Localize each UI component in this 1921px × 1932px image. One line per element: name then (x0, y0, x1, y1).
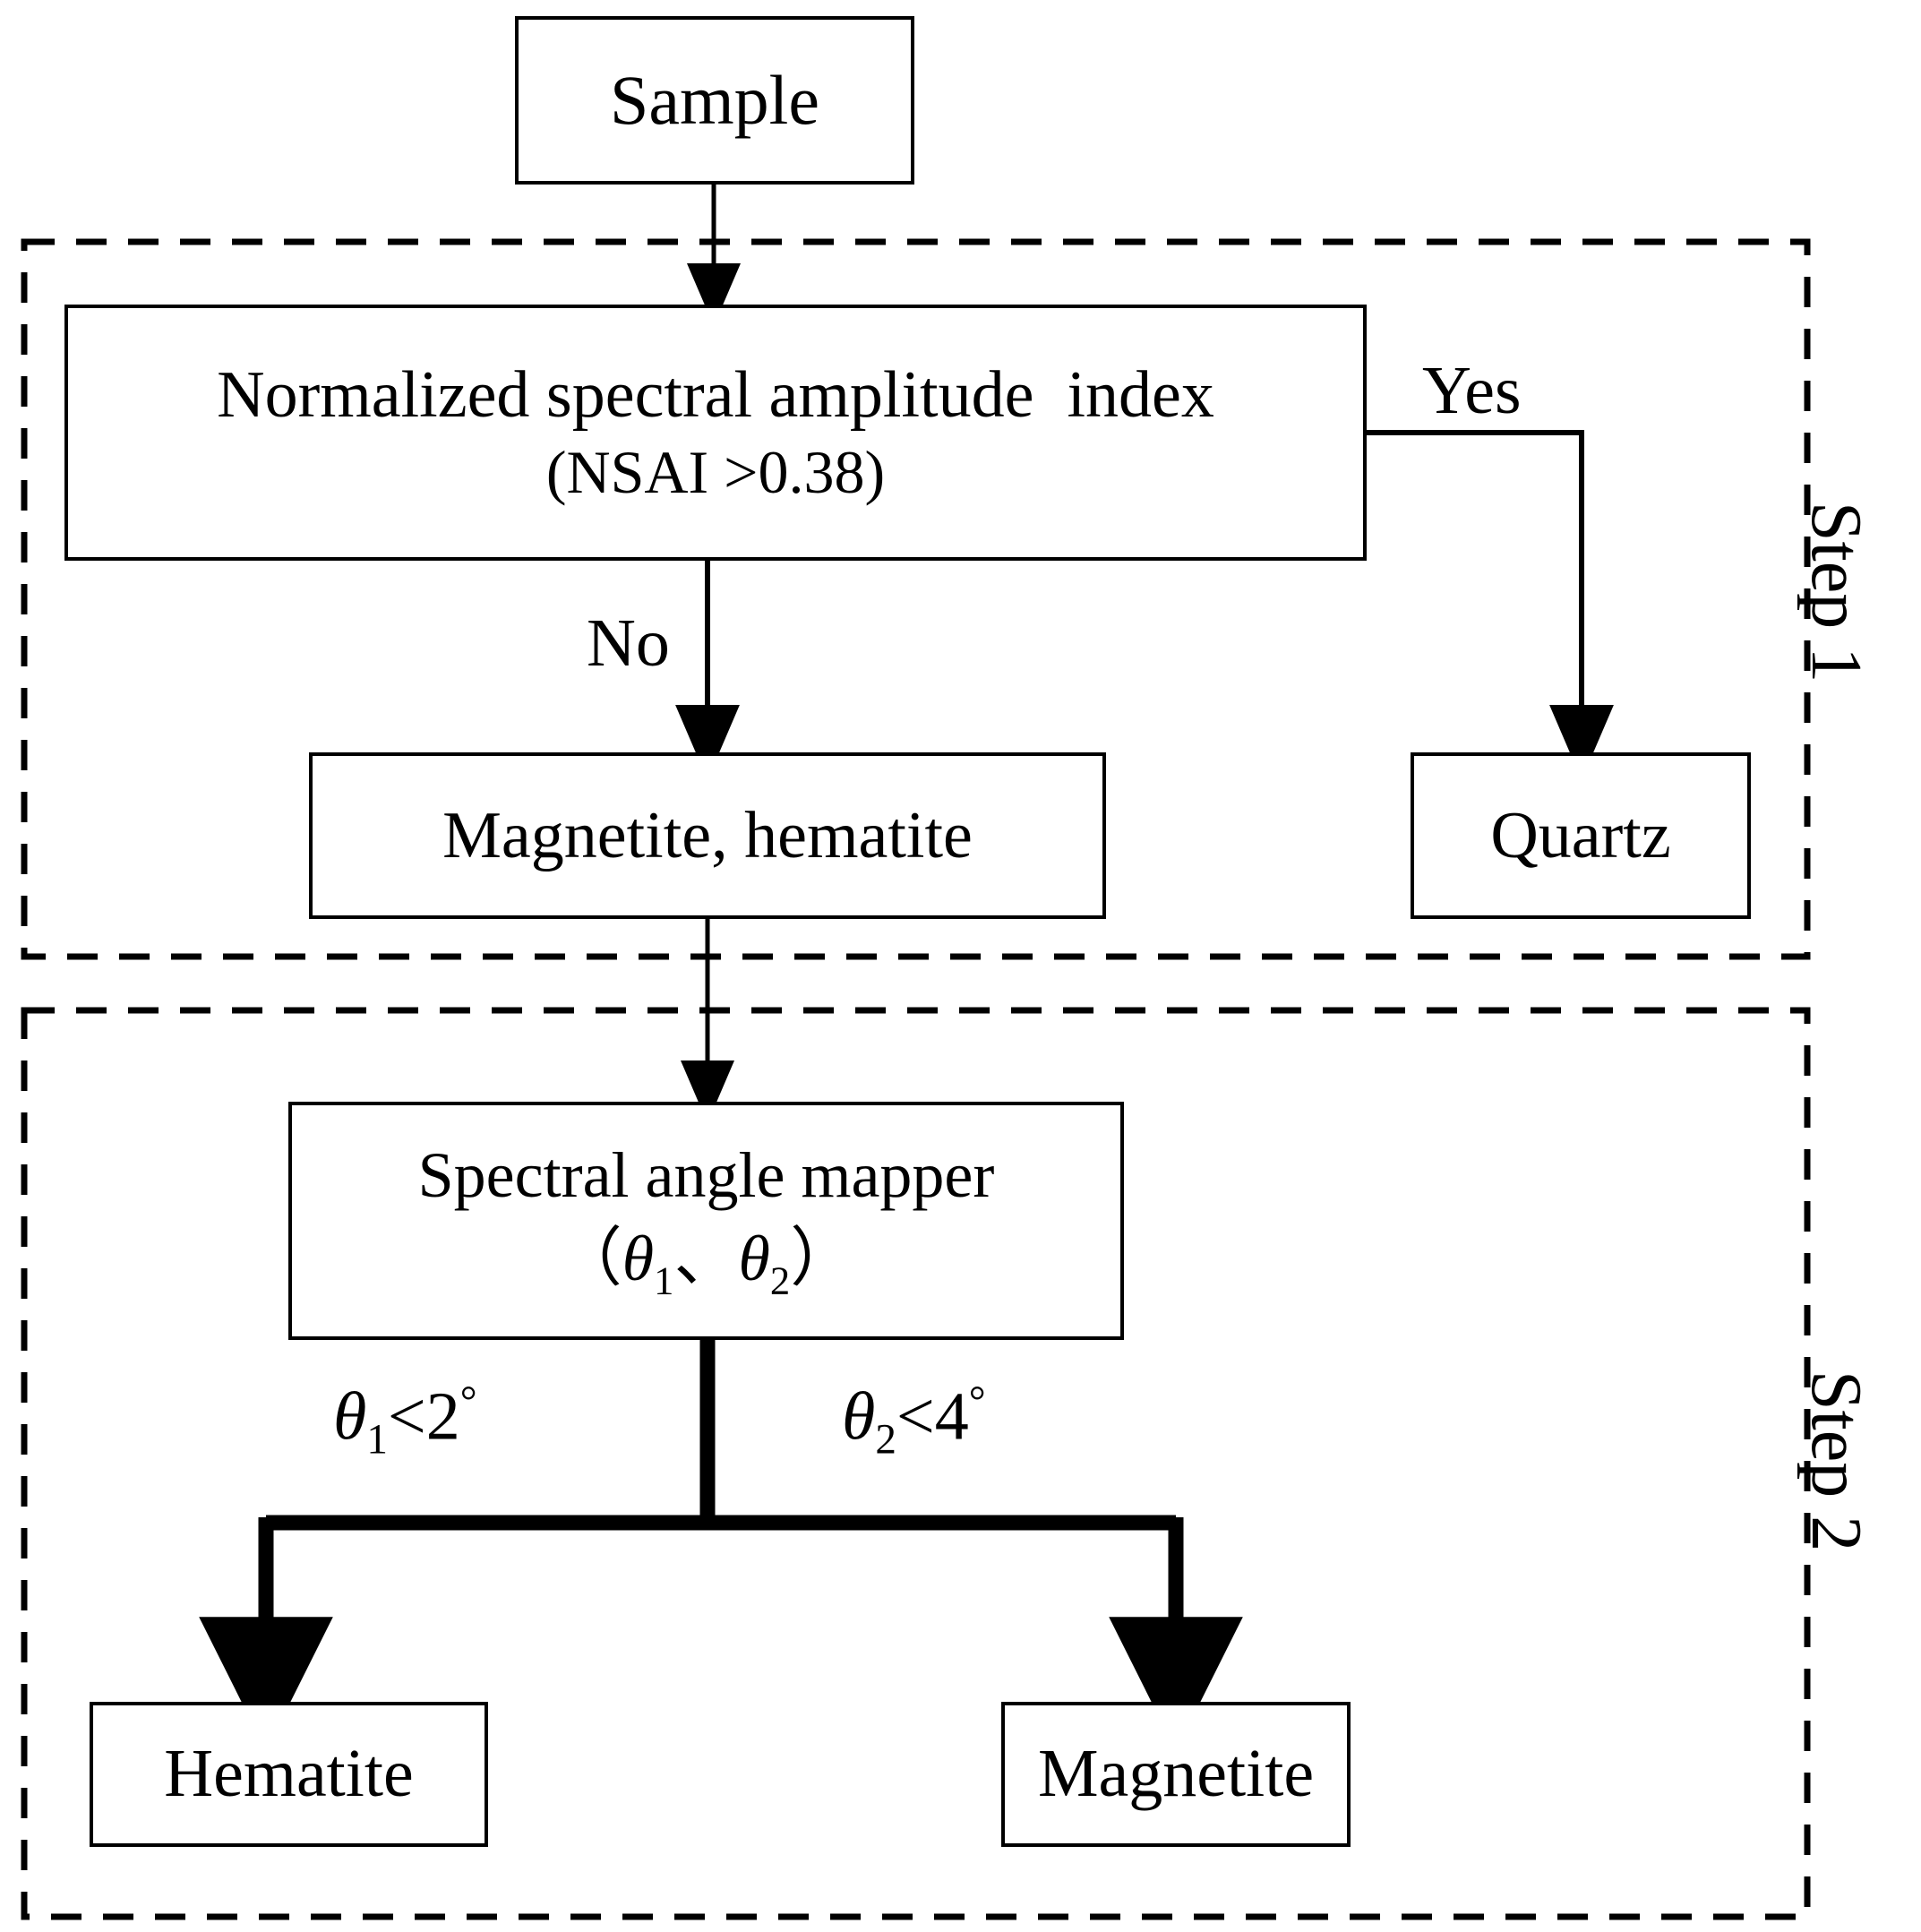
theta2-subscript: 2 (875, 1416, 896, 1464)
node-sam-separator: 、 (673, 1222, 739, 1294)
edge-label-theta1-condition: θ1<2° (333, 1378, 477, 1464)
connector-nsai-to-quartz (1367, 430, 1614, 780)
node-sam-line1: Spectral angle mapper (417, 1139, 995, 1211)
node-sample-label: Sample (610, 61, 819, 140)
node-magnetite-hematite-label: Magnetite, hematite (442, 798, 973, 872)
group-label-step1: Step 1 (1797, 502, 1875, 683)
node-sam-paren-open: （ (557, 1222, 622, 1294)
step1-group-box (21, 238, 1811, 960)
node-magnetite-label: Magnetite (1037, 1736, 1315, 1812)
node-sample[interactable]: Sample (515, 16, 914, 185)
theta1-subscript: 1 (366, 1416, 388, 1464)
node-magnetite-hematite[interactable]: Magnetite, hematite (309, 752, 1106, 919)
group-label-step2: Step 2 (1797, 1370, 1875, 1552)
node-quartz-label: Quartz (1490, 798, 1671, 872)
theta2-symbol: θ (842, 1378, 876, 1455)
node-nsai-decision[interactable]: Normalized spectral amplitude index (NSA… (64, 305, 1367, 561)
node-quartz[interactable]: Quartz (1411, 752, 1751, 919)
edge-label-theta2-condition: θ2<4° (842, 1378, 986, 1464)
node-hematite-label: Hematite (164, 1736, 414, 1812)
node-sam-theta2-sub: 2 (769, 1258, 791, 1303)
edge-label-no: No (587, 605, 670, 681)
theta1-degree-unit: ° (459, 1378, 477, 1425)
node-spectral-angle-mapper[interactable]: Spectral angle mapper （θ1、θ2） (288, 1102, 1124, 1340)
node-magnetite[interactable]: Magnetite (1001, 1702, 1351, 1847)
node-sam-line2: （θ1、θ2） (558, 1223, 854, 1302)
theta1-relation: <2 (387, 1378, 460, 1455)
node-sam-theta1-sub: 1 (654, 1258, 674, 1303)
node-sam-theta1: θ (622, 1222, 655, 1294)
node-sam-paren-close: ） (790, 1222, 855, 1294)
node-nsai-line1: Normalized spectral amplitude index (217, 358, 1214, 433)
theta1-symbol: θ (333, 1378, 367, 1455)
node-sam-theta2: θ (738, 1222, 770, 1294)
node-nsai-line2: (NSAI >0.38) (545, 438, 886, 507)
edge-label-yes: Yes (1422, 353, 1522, 428)
theta2-degree-unit: ° (968, 1378, 986, 1425)
node-hematite[interactable]: Hematite (90, 1702, 488, 1847)
step2-group-box (21, 1007, 1811, 1920)
theta2-relation: <4 (896, 1378, 969, 1455)
